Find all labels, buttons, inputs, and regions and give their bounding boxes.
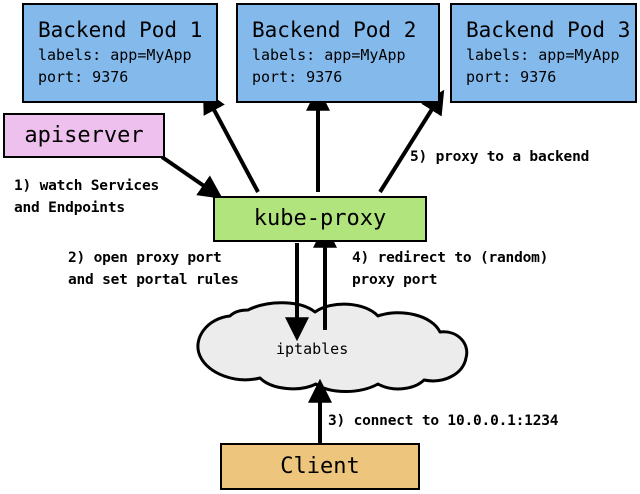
client-label: Client [280, 453, 360, 479]
step-1-line-1: 1) watch Services [14, 178, 160, 194]
pod3-labels: labels: app=MyApp [466, 46, 620, 64]
step-2-line-2: and set portal rules [68, 272, 239, 288]
iptables-cloud-shape [196, 301, 469, 393]
step-4-line-1: 4) redirect to (random) [352, 250, 549, 266]
pod2-port: port: 9376 [252, 68, 343, 86]
node-backend-pod-3[interactable]: Backend Pod 3 labels: app=MyApp port: 93… [450, 3, 637, 103]
kube-proxy-label: kube-proxy [253, 206, 387, 231]
arrow-apiserver-to-kubeproxy [160, 155, 223, 199]
pod1-port: port: 9376 [38, 68, 129, 86]
step-2-line-1: 2) open proxy port [68, 250, 222, 266]
iptables-label: iptables [276, 340, 349, 358]
node-apiserver[interactable]: apiserver [3, 113, 165, 158]
apiserver-label: apiserver [24, 122, 144, 148]
node-kube-proxy[interactable]: kube-proxy [213, 196, 427, 242]
step-4-line-2: proxy port [352, 272, 438, 288]
pod1-title: Backend Pod 1 [38, 18, 203, 42]
arrow-kubeproxy-to-pod3 [378, 89, 445, 194]
step-1-line-2: and Endpoints [14, 200, 125, 216]
node-backend-pod-2[interactable]: Backend Pod 2 labels: app=MyApp port: 93… [236, 3, 440, 103]
pod1-labels: labels: app=MyApp [38, 46, 192, 64]
step-3-label: 3) connect to 10.0.0.1:1234 [328, 413, 559, 429]
pod3-title: Backend Pod 3 [466, 18, 631, 42]
pod2-labels: labels: app=MyApp [252, 46, 406, 64]
arrow-kubeproxy-to-pod1 [202, 89, 260, 193]
node-backend-pod-1[interactable]: Backend Pod 1 labels: app=MyApp port: 93… [22, 3, 218, 103]
node-client[interactable]: Client [220, 443, 420, 490]
pod3-port: port: 9376 [466, 68, 557, 86]
pod2-title: Backend Pod 2 [252, 18, 417, 42]
step-5-label: 5) proxy to a backend [410, 149, 590, 165]
